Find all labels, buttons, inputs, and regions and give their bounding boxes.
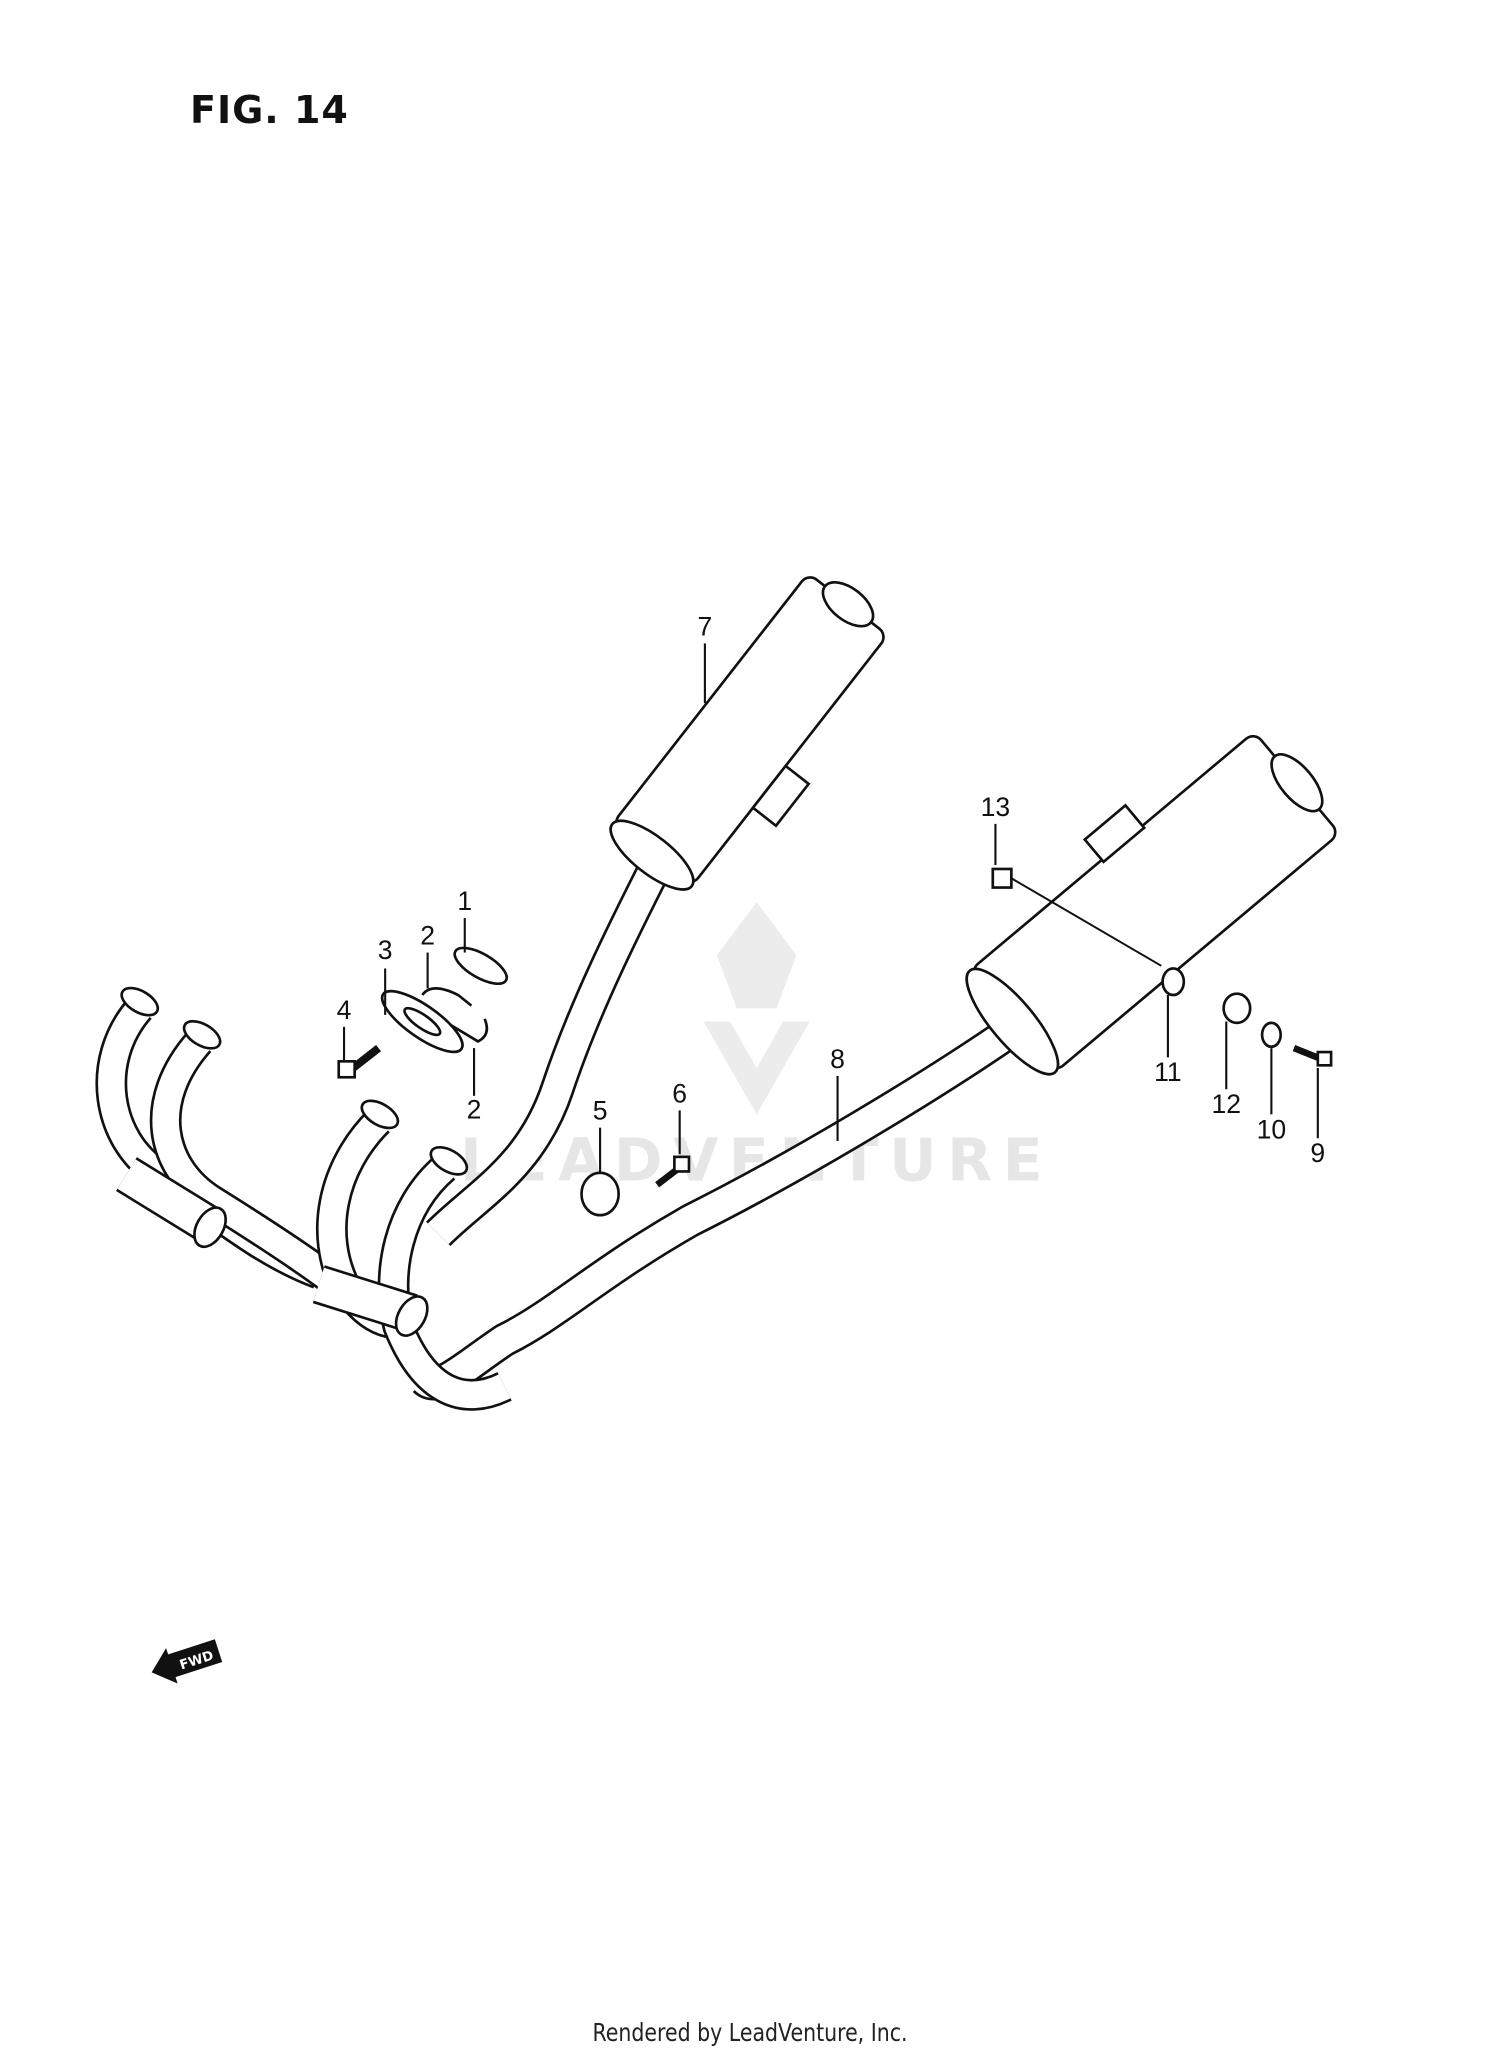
svg-text:3: 3 (378, 935, 393, 965)
svg-text:2: 2 (420, 921, 435, 951)
svg-text:10: 10 (1257, 1114, 1287, 1144)
callout-7: 7 (698, 611, 713, 704)
callout-5: 5 (593, 1096, 608, 1173)
muffler-7 (609, 576, 885, 891)
pipe-left-muffler (426, 847, 677, 1247)
svg-text:8: 8 (830, 1044, 845, 1074)
callout-2: 2 (420, 921, 435, 989)
callout-4: 4 (337, 995, 352, 1062)
callout-2b: 2 (467, 1048, 482, 1124)
pipe-inlet-rings (120, 986, 469, 1337)
svg-text:6: 6 (672, 1078, 687, 1108)
callout-12: 12 (1212, 1021, 1242, 1119)
clip-2a (421, 987, 473, 1007)
bolt-9 (1292, 1044, 1322, 1062)
watermark-logo: LEADVENTURE (460, 902, 1043, 1195)
collar-11 (1161, 967, 1186, 997)
svg-text:11: 11 (1154, 1057, 1182, 1087)
gasket-1 (453, 946, 508, 986)
footer-credit: Rendered by LeadVenture, Inc. (592, 2018, 908, 2047)
callout-10: 10 (1257, 1048, 1287, 1144)
fwd-arrow-icon: FWD (151, 1639, 223, 1684)
header-pipes (95, 997, 512, 1411)
svg-text:2: 2 (467, 1094, 482, 1124)
clamp-5 (580, 1171, 620, 1217)
muffler-8 (965, 734, 1337, 1076)
bush-12 (1222, 992, 1252, 1025)
figure-title: FIG. 14 (190, 88, 349, 132)
callout-6: 6 (672, 1078, 687, 1155)
svg-text:4: 4 (337, 995, 352, 1025)
callout-11: 11 (1154, 995, 1182, 1087)
callout-1: 1 (457, 886, 472, 953)
callout-13: 13 (981, 792, 1011, 865)
svg-text:5: 5 (593, 1096, 608, 1126)
svg-text:1: 1 (457, 886, 472, 916)
nut-13 (991, 867, 1013, 889)
callout-3: 3 (378, 935, 393, 1015)
svg-text:12: 12 (1212, 1089, 1242, 1119)
svg-text:7: 7 (698, 611, 713, 641)
callout-9: 9 (1310, 1067, 1325, 1168)
pipe-8 (412, 1013, 1026, 1401)
callout-8: 8 (830, 1044, 845, 1141)
svg-text:9: 9 (1310, 1138, 1325, 1168)
washer-10 (1260, 1021, 1282, 1049)
svg-text:13: 13 (981, 792, 1011, 822)
small-parts (337, 867, 1333, 1217)
clip-2b (444, 1018, 489, 1043)
